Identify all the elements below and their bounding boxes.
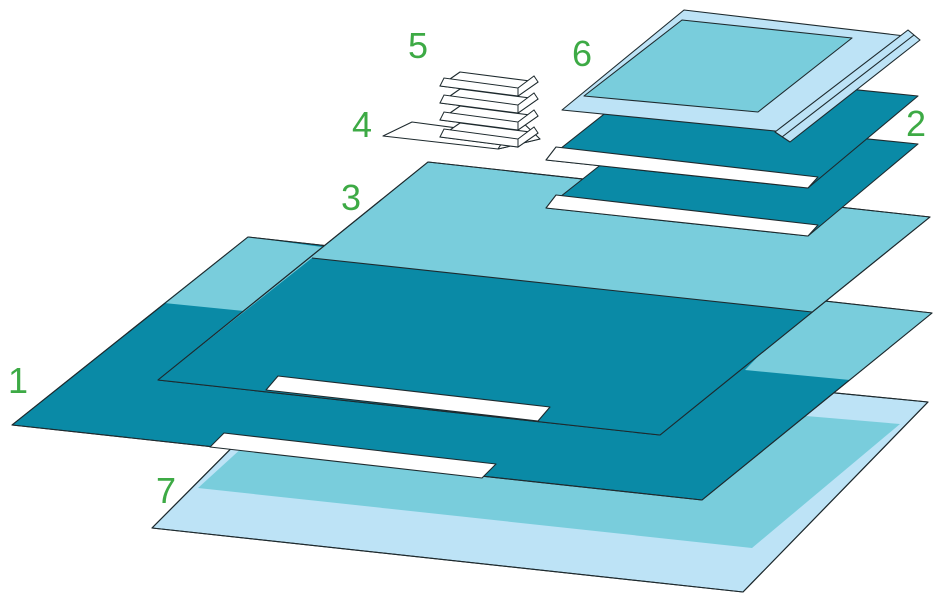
part-5-stack (439, 71, 539, 148)
part-1-corner-left (164, 237, 322, 311)
part-6-roll-line (781, 34, 915, 138)
part-5-item-side-1 (517, 75, 539, 97)
callout-3: 3 (341, 177, 361, 218)
part-3-drape (157, 161, 931, 436)
part-3-outline (157, 161, 931, 436)
part-2-strip-lower (545, 194, 819, 237)
part-2-strip-upper (545, 146, 819, 189)
part-3-adhesive-strip (265, 375, 551, 422)
callout-5: 5 (408, 25, 428, 66)
callout-1: 1 (8, 360, 28, 401)
callout-4: 4 (352, 104, 372, 145)
part-5-item-side-4 (517, 126, 539, 148)
part-3-fold-line (311, 257, 813, 313)
part-5-item-side-2 (517, 92, 539, 114)
part-1-adhesive-strip (209, 432, 497, 479)
callout-7: 7 (156, 470, 176, 511)
callout-2: 2 (906, 103, 926, 144)
callout-6: 6 (572, 33, 592, 74)
part-1-corner-right (745, 300, 932, 380)
part-6-inner-panel (583, 19, 853, 113)
part-6-table-cover (561, 9, 921, 143)
part-5-item-side-3 (517, 109, 539, 131)
